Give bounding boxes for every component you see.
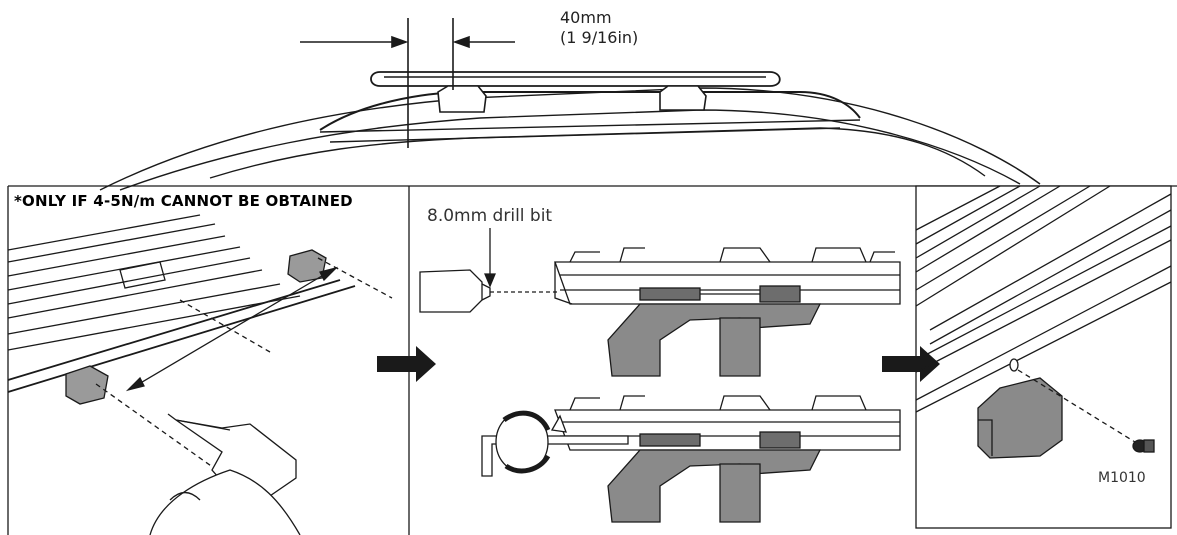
middle-panel-illustration <box>419 228 901 523</box>
part-code-label: M1010 <box>1098 470 1146 486</box>
end-cap-icon <box>1132 439 1155 453</box>
drill-bit-label: 8.0mm drill bit <box>427 206 553 226</box>
dimension-marker <box>300 18 515 148</box>
drill-icon <box>149 413 301 535</box>
arrow-down-icon <box>484 273 496 288</box>
panel-frames <box>7 185 1177 535</box>
warning-note: *ONLY IF 4-5N/m CANNOT BE OBTAINED <box>14 192 353 210</box>
dimension-imperial: (1 9/16in) <box>560 28 639 47</box>
dimension-metric: 40mm <box>560 8 612 27</box>
car-roof-illustration <box>99 71 1041 191</box>
left-panel-illustration <box>7 214 393 535</box>
right-panel-illustration <box>915 185 1172 459</box>
dimension-label: 40mm (1 9/16in) <box>560 8 638 48</box>
rotate-arrow-icon <box>495 410 567 474</box>
